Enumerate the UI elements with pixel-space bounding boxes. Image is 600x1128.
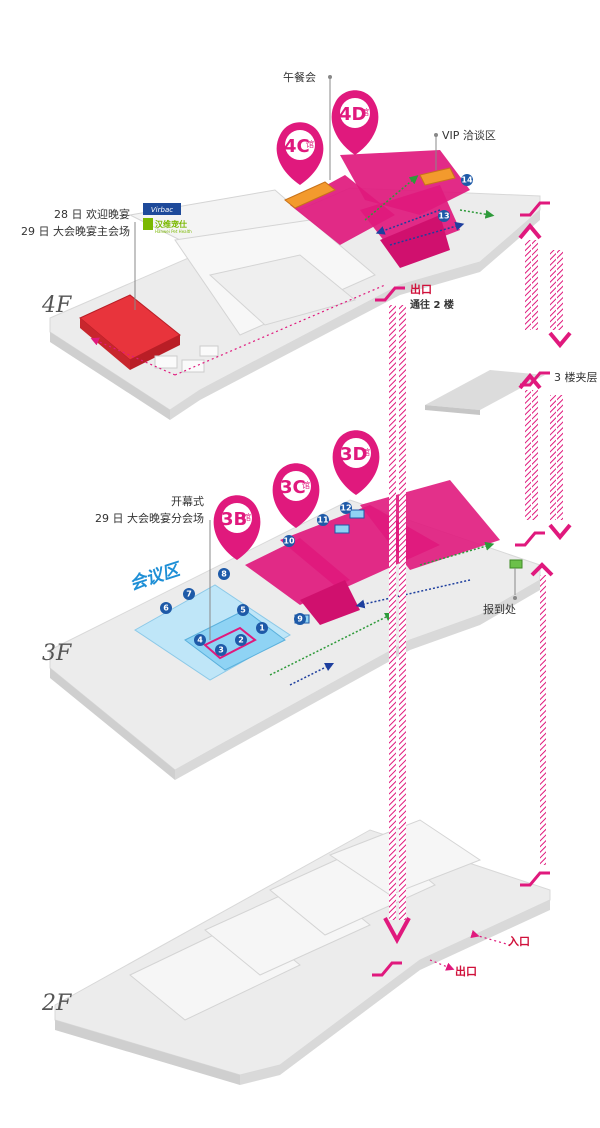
room-badge[interactable]: 10 [283,535,295,547]
4f-exit-note: 通往 2 楼 [410,298,454,311]
svg-text:4: 4 [197,636,203,645]
svg-text:14: 14 [461,176,473,185]
floor-2f-label: 2F [41,991,72,1016]
room-badge[interactable]: 13 [438,210,450,222]
svg-text:汉维宠仕: 汉维宠仕 [155,219,187,229]
hall-pin-3b-label: 3B [221,509,247,530]
escalator-icon [372,201,550,977]
svg-text:11: 11 [317,516,329,525]
floor-2f [54,819,551,1085]
svg-text:2: 2 [238,636,244,645]
room-badges: 1 2 3 4 5 6 7 8 9 10 11 12 13 14 [160,174,473,656]
welcome-dinner-label: 28 日 欢迎晚宴 [54,207,130,221]
2f-entrance-label: 入口 [508,935,530,948]
virbac-logo: Virbac [143,203,181,215]
registration-label: 报到处 [483,602,516,616]
room-badge[interactable]: 6 [160,602,172,614]
hall-pin-3b[interactable]: 3B 馆 [213,495,261,560]
hall-pin-4d[interactable]: 4D 馆 [331,90,379,155]
hall-pin-4c[interactable]: 4C 馆 [276,122,324,185]
room-badge[interactable]: 3 [215,644,227,656]
room-badge[interactable]: 1 [256,622,268,634]
hall-pin-3c-label: 3C [280,477,306,498]
svg-text:9: 9 [297,615,303,624]
callout-leaders [134,75,517,640]
mezzanine-label: 3 楼夹层 [554,370,598,384]
hall-pin-4d-label: 4D [339,104,366,125]
2f-exit-label: 出口 [455,964,477,978]
floor-3f-label: 3F [42,641,72,666]
hall-pin-4d-suffix: 馆 [361,107,369,117]
vertical-connectors [383,222,572,945]
main-dinner-label: 29 日 大会晚宴主会场 [21,224,130,238]
room-badge[interactable]: 5 [237,604,249,616]
hall-pin-3d-suffix: 馆 [362,447,370,457]
svg-text:7: 7 [186,590,192,599]
sub-dinner-label: 29 日 大会晚宴分会场 [95,511,204,525]
4f-exit-label: 出口 [410,282,432,296]
svg-text:1: 1 [259,624,265,633]
floor-3f-mezzanine [425,370,545,415]
room-badge[interactable]: 9 [294,613,306,625]
lunch-label: 午餐会 [283,70,316,84]
svg-text:8: 8 [221,570,227,579]
room-badge[interactable]: 8 [218,568,230,580]
svg-text:Virbac: Virbac [151,206,173,214]
svg-text:13: 13 [438,212,449,221]
hall-pin-3d-label: 3D [340,444,367,465]
hanwei-logo: 汉维宠仕 Hanwei Pet Health [143,218,192,234]
hall-pin-3c[interactable]: 3C 馆 [272,463,320,528]
hall-pin-4c-suffix: 馆 [306,139,314,149]
floor-3f [49,480,541,780]
svg-text:10: 10 [283,537,295,546]
room-badge[interactable]: 14 [461,174,473,186]
floor-4f [49,150,541,420]
hall-pin-4c-label: 4C [284,136,310,157]
room-badge[interactable]: 7 [183,588,195,600]
vip-area-label: VIP 洽谈区 [442,129,496,142]
hall-pin-3b-suffix: 馆 [243,512,251,522]
svg-text:6: 6 [163,604,169,613]
svg-text:12: 12 [340,504,351,513]
hall-pin-3c-suffix: 馆 [302,480,310,490]
room-badge[interactable]: 11 [317,514,329,526]
svg-text:5: 5 [240,606,246,615]
hall-pin-3d[interactable]: 3D 馆 [332,430,380,495]
svg-text:3: 3 [218,646,224,655]
opening-label: 开幕式 [171,494,204,508]
floor-4f-label: 4F [41,293,72,318]
room-badge[interactable]: 4 [194,634,206,646]
room-badge[interactable]: 12 [340,502,352,514]
svg-text:Hanwei Pet Health: Hanwei Pet Health [155,229,192,234]
room-badge[interactable]: 2 [235,634,247,646]
